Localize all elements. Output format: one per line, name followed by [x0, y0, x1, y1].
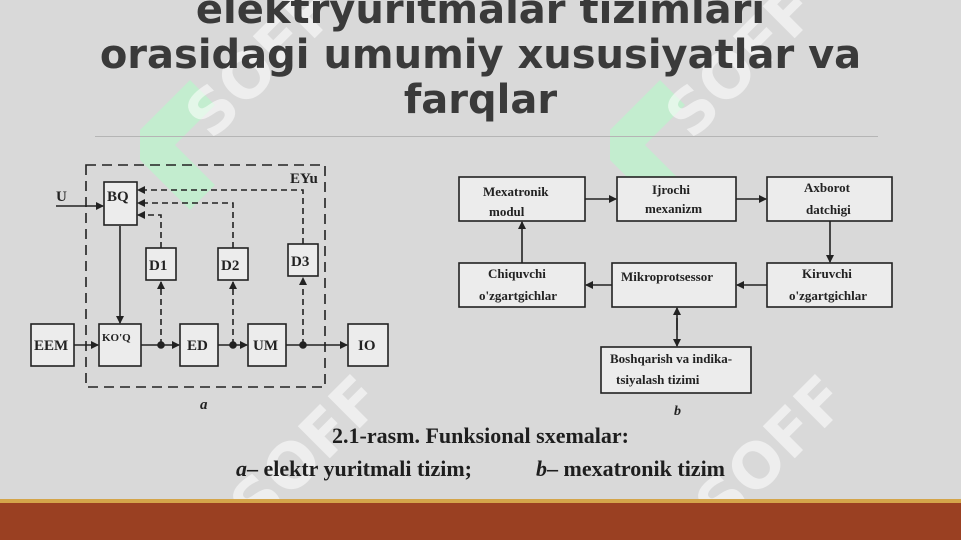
koq-box [98, 323, 142, 367]
caption-b-text: – mexatronik tizim [547, 456, 726, 481]
koq-label: KO'Q [102, 332, 131, 344]
diagram-b-letter: b [674, 404, 681, 419]
d2-label: D2 [221, 258, 239, 274]
d3-label: D3 [291, 254, 309, 270]
d1-label: D1 [149, 258, 167, 274]
caption-a-text: – elektr yuritmali tizim; [246, 456, 472, 481]
chiquvchi-label-2: o'zgartgichlar [479, 288, 557, 303]
eem-box [30, 323, 75, 367]
d2-box [217, 247, 249, 281]
eyu-label: EYu [290, 171, 318, 187]
title-line-2: orasidagi umumiy xususiyatlar va [99, 32, 862, 78]
figure-caption-title: 2.1-rasm. Funksional sxemalar: [332, 423, 629, 448]
ijrochi-label-1: Ijrochi [652, 182, 690, 197]
mexatronik-label-2: modul [489, 204, 525, 219]
boshqarish-label-2: tsiyalash tizimi [616, 372, 700, 387]
chiquvchi-label-1: Chiquvchi [488, 266, 546, 281]
bq-box [103, 181, 138, 226]
footer-bar [0, 503, 961, 540]
ed-label: ED [187, 338, 208, 354]
boshqarish-label-1: Boshqarish va indika- [610, 351, 732, 366]
diagram-a-letter: a [200, 397, 208, 413]
um-box [247, 323, 287, 367]
ed-box [179, 323, 219, 367]
title-line-3: farqlar [403, 77, 558, 123]
title-line-1: elektryuritmalar tizimlari [195, 0, 766, 33]
axborot-label-2: datchigi [806, 202, 851, 217]
axborot-datchigi-box [766, 176, 893, 222]
slide-title: elektryuritmalar tizimlari orasidagi umu… [0, 0, 961, 123]
title-divider [95, 136, 878, 137]
boshqarish-box [600, 346, 752, 394]
u-label: U [56, 189, 67, 205]
io-box [347, 323, 389, 367]
caption-part-b: b– mexatronik tizim [536, 456, 725, 482]
diagram-a [30, 164, 389, 388]
d1-box [145, 247, 177, 281]
ijrochi-label-2: mexanizm [645, 201, 702, 216]
mexatronik-modul-box [458, 176, 586, 222]
um-label: UM [253, 338, 278, 354]
axborot-label-1: Axborot [804, 180, 851, 195]
kiruvchi-label-2: o'zgartgichlar [789, 288, 867, 303]
caption-part-a: a– elektr yuritmali tizim; [236, 456, 472, 482]
d1-feedback-line [137, 211, 162, 248]
eem-label: EEM [34, 338, 68, 354]
mexatronik-label-1: Mexatronik [483, 184, 549, 199]
d2-feedback-line [137, 199, 234, 248]
io-label: IO [358, 338, 376, 354]
mikroprotsessor-label: Mikroprotsessor [621, 269, 713, 284]
bq-label: BQ [107, 189, 129, 205]
caption-b-letter: b [536, 456, 547, 481]
d3-feedback-line [137, 186, 304, 244]
caption-a-letter: a [235, 456, 247, 481]
footer-accent-line [0, 499, 961, 503]
figure-caption-legend: a– elektr yuritmali tizim; b– mexatronik … [0, 456, 961, 482]
kiruvchi-label-1: Kiruvchi [802, 266, 852, 281]
